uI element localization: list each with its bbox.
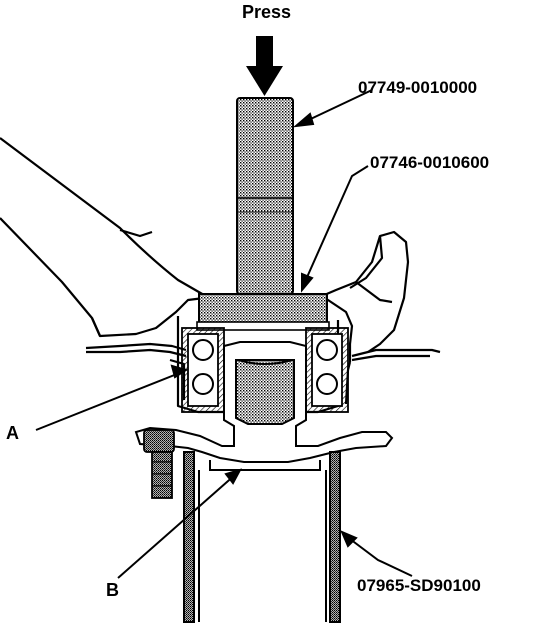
leader-lines [35, 89, 413, 579]
leader-b [117, 473, 237, 579]
leader-b-arrowhead [224, 468, 243, 485]
support-tube [183, 451, 341, 623]
support-part-number: 07965-SD90100 [357, 576, 481, 595]
driver-shaft [236, 97, 294, 295]
wheel-stud [143, 429, 175, 499]
leader-driver-arrowhead [292, 112, 315, 128]
callout-a-label: A [6, 423, 19, 443]
attachment-tool [196, 293, 330, 331]
leader-a [35, 371, 183, 431]
attachment-part-number: 07746-0010600 [370, 153, 490, 172]
leader-support-arrowhead [340, 530, 358, 548]
leader-attachment [303, 165, 369, 285]
leader-support [345, 535, 413, 577]
leader-attachment-arrowhead [301, 272, 314, 293]
wheel-hub [134, 341, 394, 471]
leader-a-arrowhead [170, 364, 189, 379]
callout-b-label: B [106, 580, 119, 600]
press-label: Press [242, 2, 292, 22]
driver-part-number: 07749-0010000 [358, 78, 478, 97]
wheel-bearing [181, 327, 349, 413]
press-arrow [246, 36, 283, 96]
